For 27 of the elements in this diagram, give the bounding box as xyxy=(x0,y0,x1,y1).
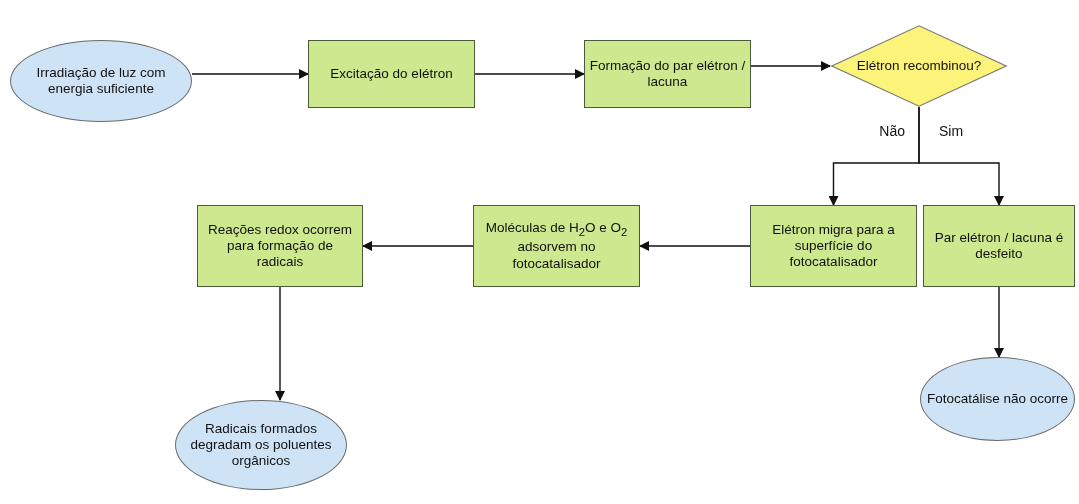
arrow xyxy=(474,69,585,79)
node-text: Fotocatálise não ocorre xyxy=(925,390,1070,408)
node-text: Excitação do elétron xyxy=(329,65,454,83)
decision-diamond xyxy=(830,25,1008,107)
process-box xyxy=(473,205,640,287)
node-text: Par elétron / lacuna é desfeito xyxy=(933,229,1065,263)
arrow xyxy=(994,286,1004,358)
process-box xyxy=(923,205,1075,287)
process-box xyxy=(750,205,917,287)
node-text: Reações redox ocorrem para formação de radicais xyxy=(206,221,354,271)
node-text: Elétron recombinou? xyxy=(855,57,983,75)
edge-label: Não xyxy=(877,123,907,139)
node-text: Elétron migra para a superfície do fotocatalisador xyxy=(771,221,896,271)
arrow xyxy=(750,61,831,71)
edge-label: Sim xyxy=(937,123,966,139)
arrow xyxy=(918,106,1004,206)
node-text: Irradiação de luz com energia suficiente xyxy=(35,64,167,98)
process-box xyxy=(308,40,475,108)
node-text: Moléculas de H$_{2}$O e O$_{2}$ adsorvem no fotocatalisador xyxy=(484,220,629,272)
arrow xyxy=(362,241,474,251)
process-box xyxy=(584,40,751,108)
process-box xyxy=(197,205,363,287)
arrow xyxy=(639,241,751,251)
node-text: Formação do par elétron / lacuna xyxy=(588,57,747,91)
arrow xyxy=(191,69,309,79)
arrow xyxy=(275,286,285,401)
node-text: Radicais formados degradam os poluentes orgânicos xyxy=(189,420,333,470)
